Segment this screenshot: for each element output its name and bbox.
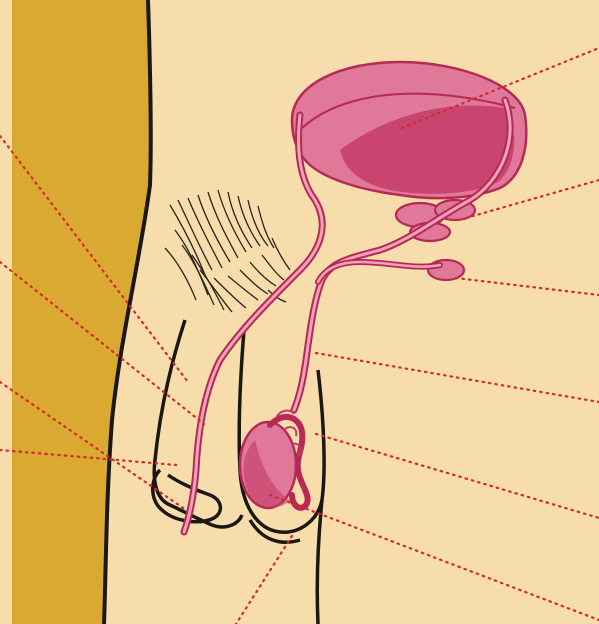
left-edge (0, 0, 12, 624)
prostate (428, 260, 464, 280)
